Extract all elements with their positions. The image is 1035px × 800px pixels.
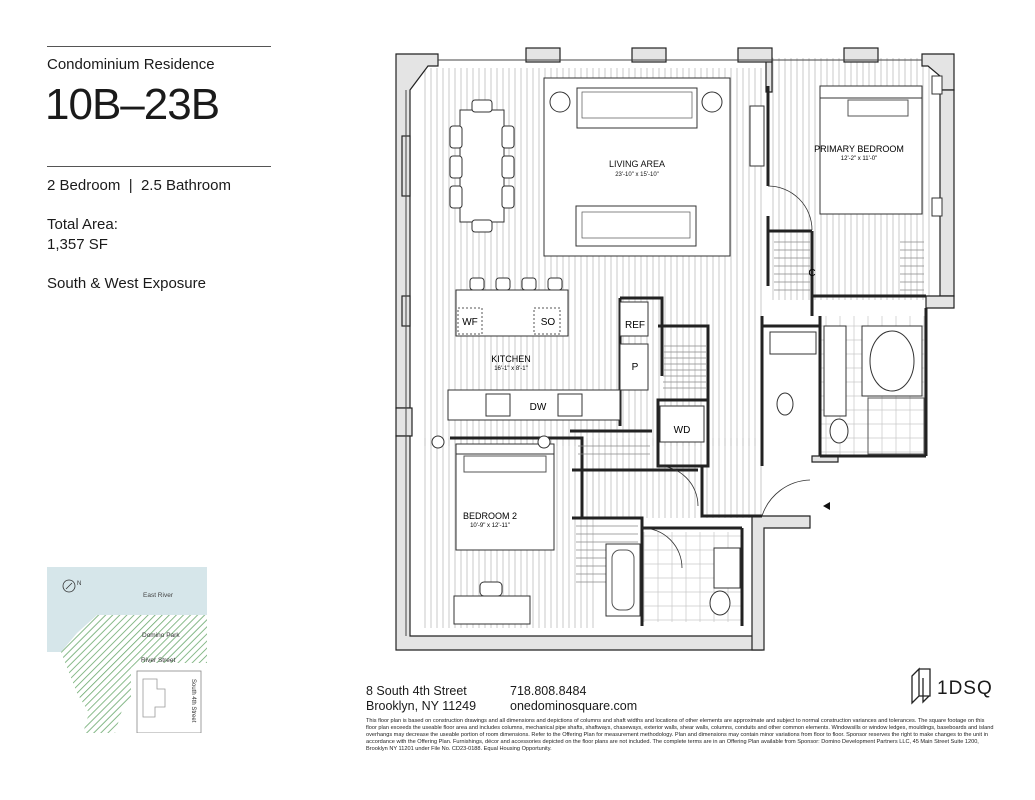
- area-label: Total Area:: [47, 216, 118, 233]
- side-table: [549, 91, 571, 113]
- exposure: South & West Exposure: [47, 275, 206, 292]
- wf-label: WF: [462, 317, 478, 328]
- primary-door-swing: [767, 185, 813, 231]
- nightstand-icon: [431, 435, 445, 449]
- toilet: [776, 392, 794, 416]
- east-river-shape: [47, 567, 207, 652]
- toilet: [829, 418, 849, 444]
- bath2-tub-basin: [611, 549, 635, 611]
- bedroom2-name: BEDROOM 2: [463, 511, 517, 521]
- kitchen-sink: [485, 393, 511, 417]
- desk: [453, 595, 531, 625]
- dw-label: DW: [530, 402, 547, 413]
- washer-dryer: [659, 405, 705, 443]
- domino-park-shape: [61, 615, 207, 733]
- kitchen-dims: 16'-1" x 8'-1": [494, 366, 528, 372]
- bath2-toilet: [709, 590, 731, 616]
- bed-2-headboard: [455, 443, 555, 455]
- bath2-vanity: [713, 547, 741, 589]
- nightstand: [931, 197, 943, 217]
- north-label: N: [77, 581, 81, 587]
- wd-label: WD: [674, 425, 691, 436]
- living-area-dims: 23'-10" x 15'-10": [615, 172, 659, 178]
- sofa-cushion: [581, 211, 691, 239]
- so-label: SO: [541, 317, 556, 328]
- pantry-label: P: [632, 362, 639, 373]
- primary-vanity: [769, 331, 817, 355]
- side-table: [701, 91, 723, 113]
- door-swing: [657, 465, 699, 507]
- cooktop: [557, 393, 583, 417]
- north-arrow-icon: [62, 579, 76, 593]
- north-arrow-needle: [65, 582, 73, 590]
- pantry: [619, 343, 649, 391]
- east-river-label: East River: [143, 592, 174, 599]
- domino-park-label: Domino Park: [142, 632, 180, 639]
- address-line-2: Brooklyn, NY 11249: [366, 699, 477, 713]
- sofa-cushion: [581, 91, 693, 119]
- website-link[interactable]: onedominosquare.com: [510, 699, 638, 713]
- bedroom2-dims: 10'-9" x 12'-11": [470, 523, 510, 529]
- primary-vanity-2: [823, 325, 847, 417]
- kitchen-counter: [447, 389, 621, 421]
- bathtub-basin: [869, 330, 915, 392]
- building-block: [136, 670, 202, 733]
- building-footprint: [142, 678, 166, 718]
- residence-type: Condominium Residence: [47, 56, 215, 73]
- interior-walls: [450, 86, 928, 626]
- address-line-1: 8 South 4th Street: [366, 684, 467, 698]
- desk-chair: [479, 581, 503, 597]
- disclaimer: This floor plan is based on construction…: [366, 718, 994, 752]
- nightstand: [931, 75, 943, 95]
- primary-bedroom-dims: 12'-2" x 11'-0": [841, 156, 877, 162]
- kitchen-island: [455, 289, 569, 337]
- primary-bedroom-name: PRIMARY BEDROOM: [814, 144, 904, 154]
- living-area-name: LIVING AREA: [609, 159, 665, 169]
- river-street-label: River Street: [141, 657, 176, 664]
- island-stools: [469, 277, 563, 291]
- south-4th-label: South 4th Street: [190, 679, 196, 723]
- ref-label: REF: [625, 320, 645, 331]
- dining-table: [459, 109, 505, 223]
- shower: [867, 397, 925, 455]
- door-swing: [641, 527, 683, 569]
- entry-arrow-icon: [823, 502, 830, 510]
- primary-pillows: [847, 99, 909, 117]
- key-map: N East River Domino Park River Street So…: [47, 567, 209, 733]
- brand-logo-icon: [911, 667, 931, 705]
- speed-oven: [533, 307, 561, 335]
- dining-chairs: [449, 99, 515, 233]
- bed-2-pillows: [463, 455, 547, 473]
- bed-bath-count: 2 Bedroom | 2.5 Bathroom: [47, 177, 231, 194]
- refrigerator: [619, 301, 649, 337]
- floor-plan: LIVING AREA 23'-10" x 15'-10" WF SO KITC…: [395, 47, 955, 651]
- mid-rule: [47, 166, 271, 167]
- phone[interactable]: 718.808.8484: [510, 684, 587, 698]
- brand-name: 1DSQ: [937, 678, 993, 699]
- dresser: [749, 105, 765, 167]
- unit-title: 10B–23B: [45, 80, 220, 129]
- top-rule: [47, 46, 271, 47]
- wine-fridge: [457, 307, 483, 335]
- primary-bed-headboard: [819, 85, 923, 99]
- closet-label: C: [808, 268, 815, 279]
- nightstand-icon: [537, 435, 551, 449]
- kitchen-name: KITCHEN: [491, 354, 531, 364]
- entry-door-swing: [761, 479, 811, 517]
- area-value: 1,357 SF: [47, 236, 108, 253]
